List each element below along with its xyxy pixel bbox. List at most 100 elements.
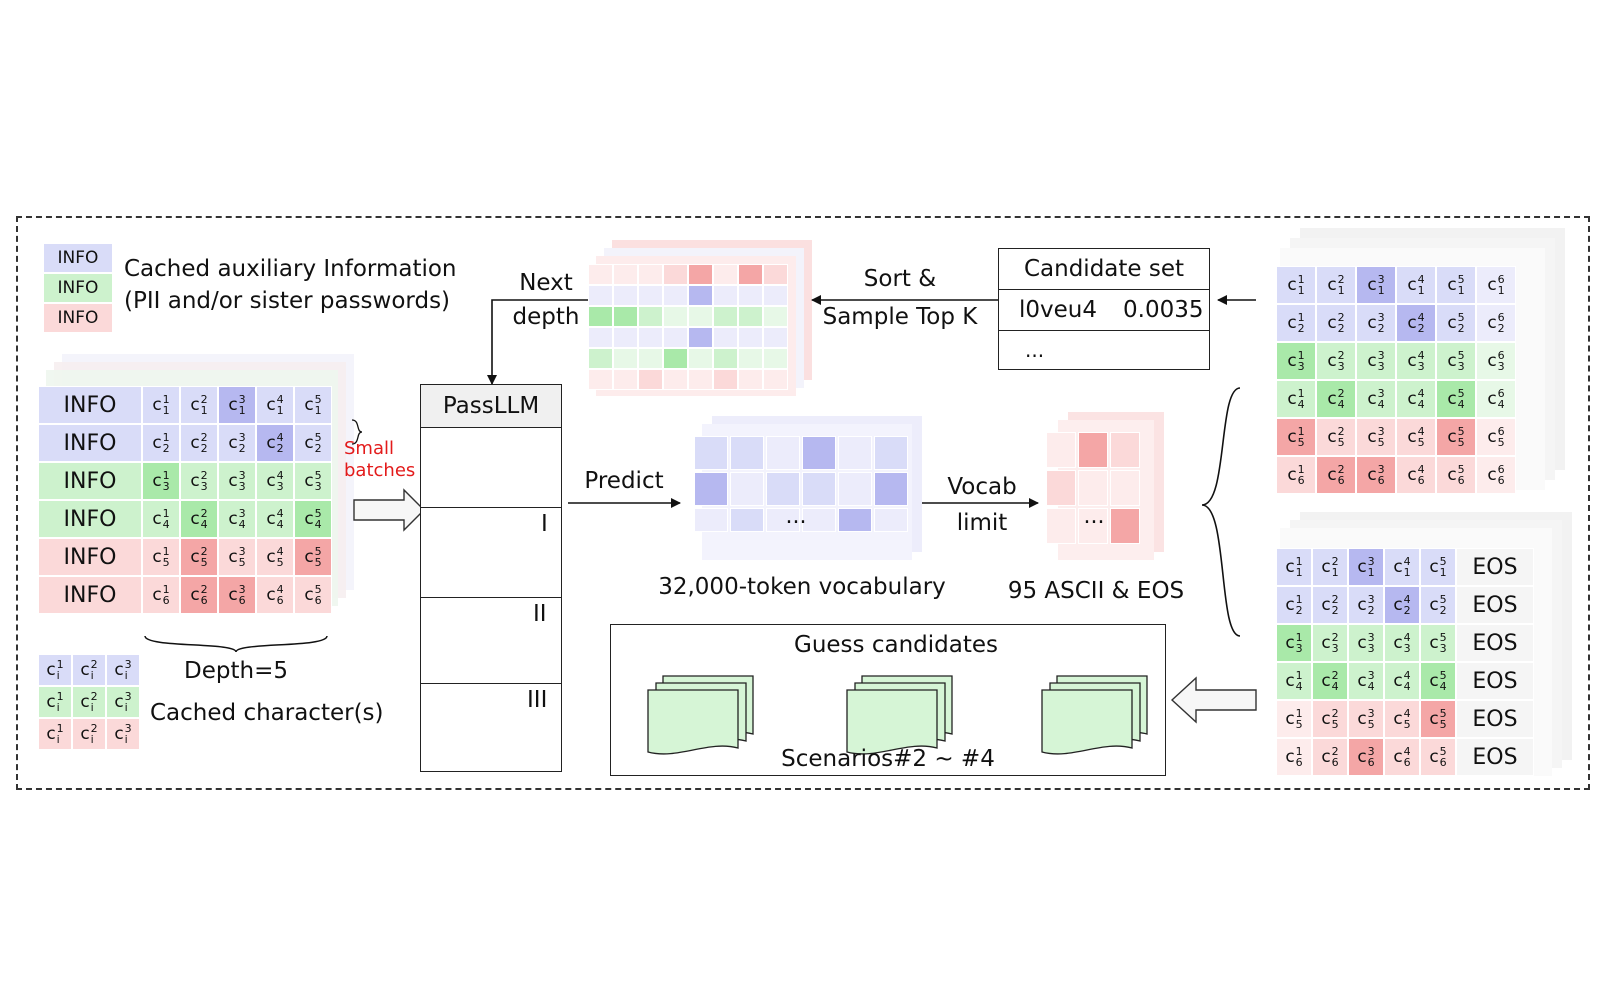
ascii-ellipsis: ...	[1083, 504, 1105, 529]
vocab-cell	[694, 472, 728, 506]
model-section-label-2: II	[533, 601, 547, 627]
vocab-cell	[766, 436, 800, 470]
heatmap-cell	[588, 264, 613, 285]
guess-candidates-caption: Scenarios#2 ~ #4	[781, 746, 995, 772]
legend-info-caption-1: Cached auxiliary Information	[124, 256, 457, 282]
vocab-cell	[766, 472, 800, 506]
heatmap-cell	[663, 369, 688, 390]
next-depth-label-1: Next	[519, 270, 573, 296]
candidate-name: l0veu4	[1019, 297, 1097, 323]
heatmap-cell	[663, 306, 688, 327]
heatmap-cell	[613, 264, 638, 285]
heatmap-cell	[763, 327, 788, 348]
ascii-cell	[1046, 508, 1076, 544]
sort-label-1: Sort &	[863, 266, 937, 292]
ascii-cell	[1078, 470, 1108, 506]
info-cell: INFO	[38, 500, 142, 538]
sort-label-2: Sample Top K	[822, 304, 978, 330]
vocab-caption: 32,000-token vocabulary	[658, 574, 946, 600]
heatmap-cell	[638, 285, 663, 306]
heatmap-cell	[688, 285, 713, 306]
eos-cell: EOS	[1456, 662, 1534, 700]
candidate-more: ...	[1025, 338, 1045, 362]
heatmap-cell	[713, 348, 738, 369]
heatmap-cell	[638, 327, 663, 348]
document-icon-1	[647, 675, 754, 755]
legend-chip-red: INFO	[44, 304, 112, 332]
heatmap-cell	[613, 306, 638, 327]
heatmap-cell	[638, 306, 663, 327]
heatmap-cell	[738, 264, 763, 285]
next-depth-heatmap-grid	[588, 264, 788, 390]
cached-character-caption: Cached character(s)	[150, 700, 384, 726]
small-batches-label-2: batches	[344, 460, 416, 481]
legend-info-caption-2: (PII and/or sister passwords)	[124, 288, 451, 314]
eos-cell: EOS	[1456, 624, 1534, 662]
vocab-cell	[730, 472, 764, 506]
heatmap-cell	[613, 285, 638, 306]
predict-label: Predict	[584, 468, 664, 494]
ascii-cell	[1110, 432, 1140, 468]
vocab-cell	[874, 508, 908, 532]
vocab-cell	[802, 436, 836, 470]
ascii-cell	[1046, 432, 1076, 468]
heatmap-cell	[713, 327, 738, 348]
legend-chip-blue: INFO	[44, 244, 112, 272]
passllm-model-box: PassLLM I II III	[420, 384, 562, 772]
eos-cell: EOS	[1456, 548, 1534, 586]
heatmap-cell	[663, 348, 688, 369]
ascii-cell	[1046, 470, 1076, 506]
connectors	[144, 295, 1257, 724]
eos-cell: EOS	[1456, 738, 1534, 776]
vocab-cell	[838, 508, 872, 532]
candidate-row: l0veu4 0.0035	[999, 290, 1209, 331]
eos-cell: EOS	[1456, 586, 1534, 624]
heatmap-cell	[588, 348, 613, 369]
ascii-cell	[1078, 508, 1108, 544]
model-section-label-1: I	[541, 511, 548, 537]
vocab-cell	[874, 472, 908, 506]
